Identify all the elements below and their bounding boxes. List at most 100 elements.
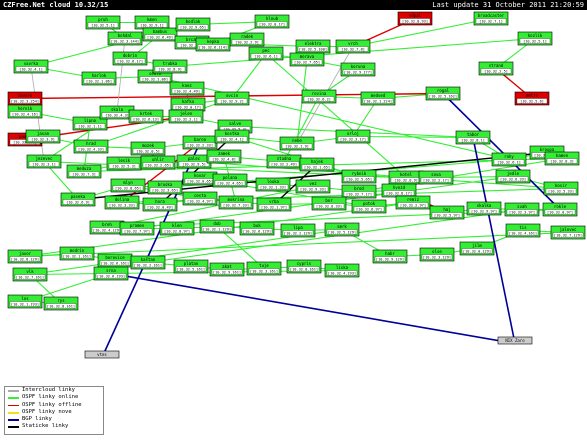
router-node[interactable]: baron[10.32.2.33] xyxy=(182,135,218,150)
router-node[interactable]: mlyn[10.32.8.65] xyxy=(110,178,146,193)
router-node[interactable]: dolina[10.32.3.33] xyxy=(104,195,140,210)
router-node[interactable]: kostka[10.32.4.1] xyxy=(214,129,250,144)
router-node[interactable]: mozek[10.32.0.5] xyxy=(130,141,166,156)
router-node[interactable]: svah[10.32.3.97] xyxy=(504,202,540,217)
router-node[interactable]: cypris[10.32.0.161] xyxy=(286,259,322,274)
router-node[interactable]: vez[10.32.9.33] xyxy=(295,179,331,194)
router-node[interactable]: meduza[10.32.7.3] xyxy=(66,164,102,179)
router-node[interactable]: lipno[10.32.1.1] xyxy=(72,116,108,131)
router-node[interactable]: koruna[10.32.9.177] xyxy=(340,62,376,77)
router-node[interactable]: bruska[10.32.3.65] xyxy=(147,180,183,195)
router-node[interactable]: bor[10.32.8.33] xyxy=(311,196,347,211)
router-node[interactable]: strand[10.32.2.5] xyxy=(478,61,514,76)
router-node[interactable]: breh[10.32.4.129] xyxy=(89,220,125,235)
router-node[interactable]: cesta[10.32.4.97] xyxy=(182,191,218,206)
router-node[interactable]: buk[10.32.6.129] xyxy=(239,221,275,236)
router-node[interactable]: hloub[10.32.0.17] xyxy=(254,14,290,29)
router-node[interactable]: lipa[10.32.2.129] xyxy=(280,223,316,238)
router-node[interactable]: hrad[10.32.4.33] xyxy=(73,139,109,154)
router-node[interactable]: hornik[10.32.4.16] xyxy=(7,104,43,119)
router-node[interactable]: potok[10.32.6.97] xyxy=(351,199,387,214)
router-node[interactable]: rogal[10.32.5.162] xyxy=(425,86,461,101)
router-node[interactable]: bodlak[10.32.9.65] xyxy=(175,17,211,32)
router-node[interactable]: rohy[10.32.6.1] xyxy=(491,152,527,167)
router-node[interactable]: skalka[10.32.9.97] xyxy=(466,201,502,216)
router-node[interactable]: polana[10.32.4.65] xyxy=(212,173,248,188)
router-node[interactable]: tuje[10.32.3.161] xyxy=(246,261,282,276)
router-node[interactable]: kepka[10.32.6.114] xyxy=(195,37,231,52)
router-node[interactable]: klen[10.32.8.97] xyxy=(159,221,195,236)
router-node[interactable]: los[10.32.1.193] xyxy=(7,294,43,309)
router-node[interactable]: bambus[10.32.6.49] xyxy=(142,27,178,42)
router-node[interactable]: rovina[10.32.6.2] xyxy=(301,89,337,104)
router-node[interactable]: brod[10.32.7.17] xyxy=(341,184,377,199)
router-node[interactable]: zavora[10.32.3.254] xyxy=(7,91,43,106)
router-node[interactable]: mokrina[10.32.7.33] xyxy=(218,195,254,210)
router-node[interactable]: jezevec[10.32.3.1] xyxy=(26,154,62,169)
router-node[interactable]: remiz[10.32.2.97] xyxy=(395,195,431,210)
router-node[interactable]: tabor[10.32.8.1] xyxy=(455,130,491,145)
router-node[interactable]: vrch[10.32.7.8] xyxy=(335,39,371,54)
router-node[interactable]: platan[10.32.5.161] xyxy=(173,259,209,274)
router-node[interactable]: vrba[10.32.1.97] xyxy=(256,197,292,212)
router-node[interactable]: trubka[10.32.8.9] xyxy=(152,59,188,74)
router-node[interactable]: kaštan[10.32.2.161] xyxy=(130,255,166,270)
router-node[interactable]: paseka[10.32.6.9] xyxy=(60,192,96,207)
router-node[interactable]: smrk[10.32.5.129] xyxy=(324,222,360,237)
router-node[interactable]: sova[10.32.2.17] xyxy=(418,170,454,185)
router-node[interactable]: borovice[10.32.6.161] xyxy=(97,253,133,268)
router-node[interactable]: pramen[10.32.7.97] xyxy=(119,221,155,236)
router-node[interactable]: radek[10.32.2.9] xyxy=(229,32,265,47)
router-node[interactable]: ovcin[10.32.9.2] xyxy=(214,91,250,106)
router-node[interactable]: olse[10.32.3.129] xyxy=(419,247,455,262)
router-node[interactable]: odpal[10.32.8.93] xyxy=(397,11,433,26)
router-node[interactable]: kmen[10.32.9.1] xyxy=(134,15,170,30)
router-node[interactable]: nebe[10.32.1.9] xyxy=(279,136,315,151)
router-node[interactable]: kotel[10.32.0.9] xyxy=(388,170,424,185)
router-node[interactable]: rys[10.32.8.161] xyxy=(43,296,79,311)
router-node[interactable]: orloj[10.32.3.17] xyxy=(335,129,371,144)
router-node[interactable]: kovar[10.32.0.65] xyxy=(182,171,218,186)
router-node[interactable]: jalovec[10.32.7.129] xyxy=(550,225,586,240)
router-node[interactable]: vavrka[10.32.4.1] xyxy=(13,59,49,74)
router-node[interactable]: hajek[10.32.1.65] xyxy=(299,157,335,172)
router-node[interactable]: javor[10.32.8.129] xyxy=(7,249,43,264)
router-node[interactable]: tis[10.32.4.161] xyxy=(505,223,541,238)
router-node[interactable]: bohdal[10.32.3.144] xyxy=(107,31,143,46)
router-node[interactable]: akat[10.32.9.161] xyxy=(209,262,245,277)
router-node[interactable]: metro[10.32.5.6] xyxy=(514,91,550,106)
router-node[interactable]: pruh[10.32.5.1] xyxy=(85,15,121,30)
router-node[interactable]: morava[10.32.7.65] xyxy=(289,52,325,67)
router-node[interactable]: jelen[10.32.2.1] xyxy=(168,109,204,124)
router-node[interactable]: lesik[10.32.5.3] xyxy=(106,156,142,171)
router-node[interactable]: studna[10.32.2.49] xyxy=(266,154,302,169)
router-node[interactable]: modrin[10.32.1.161] xyxy=(59,246,95,261)
router-node[interactable]: kozlik[10.32.5.1] xyxy=(517,31,553,46)
router-node[interactable]: louka[10.32.1.33] xyxy=(255,177,291,192)
router-node[interactable]: jasan[10.32.3.9] xyxy=(25,129,61,144)
router-node[interactable]: krtek[10.32.6.13] xyxy=(128,109,164,124)
network-map[interactable]: pruh[10.32.5.1] kmen[10.32.9.1] hloub[10.3… xyxy=(0,10,587,440)
router-node[interactable]: elektra[10.32.5.100] xyxy=(295,39,331,54)
router-node[interactable]: habr[10.32.9.129] xyxy=(372,249,408,264)
router-node[interactable]: dobrin[10.32.6.17] xyxy=(112,51,148,66)
router-node[interactable]: uhlir[10.32.2.65] xyxy=(140,155,176,170)
router-node[interactable]: pec[10.32.6.1] xyxy=(248,46,284,61)
router-node[interactable]: vtes xyxy=(84,350,120,359)
router-node[interactable]: hora[10.32.0.49] xyxy=(142,197,178,212)
router-node[interactable]: harlok[10.32.1.86] xyxy=(81,71,117,86)
router-node[interactable]: broadcaster[10.32.7.1] xyxy=(473,11,509,26)
router-node[interactable]: rokle[10.32.0.97] xyxy=(542,202,578,217)
router-node[interactable]: knez[10.32.4.49] xyxy=(169,81,205,96)
router-node[interactable]: kafka[10.32.0.17] xyxy=(170,97,206,112)
router-node[interactable]: vlk[10.32.7.161] xyxy=(12,267,48,282)
router-node[interactable]: srna[10.32.6.193] xyxy=(93,266,129,281)
router-node[interactable]: jedle[10.32.6.33] xyxy=(495,169,531,184)
router-node[interactable]: hvozd[10.32.8.17] xyxy=(381,183,417,198)
router-node[interactable]: NIX Zaro xyxy=(497,336,533,345)
router-node[interactable]: kamen[10.32.8.3] xyxy=(544,151,580,166)
router-node[interactable]: dub[10.32.1.129] xyxy=(199,219,235,234)
router-node[interactable]: liska[10.32.4.193] xyxy=(324,263,360,278)
router-node[interactable]: kosir[10.32.5.33] xyxy=(543,181,579,196)
router-node[interactable]: haj[10.32.5.97] xyxy=(429,205,465,220)
